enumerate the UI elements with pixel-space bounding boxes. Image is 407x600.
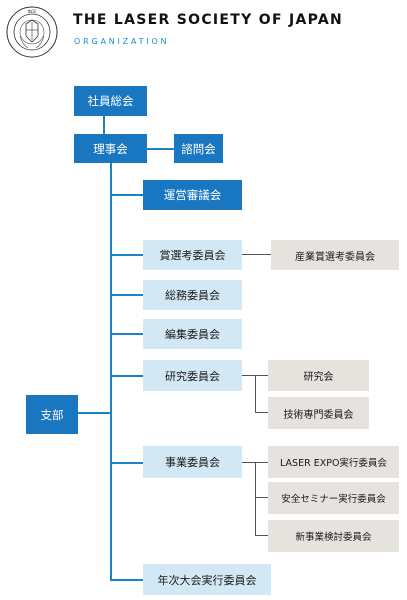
connector-trunk-award (110, 254, 144, 256)
connector-business-vertical (255, 462, 256, 536)
box-steering: 運営審議会 (143, 180, 242, 210)
box-editorial: 編集委員会 (143, 319, 242, 349)
connector-trunk-editorial (110, 333, 144, 335)
svg-text:ΦΩΣ: ΦΩΣ (28, 9, 37, 14)
connector-trunk-business (110, 462, 144, 464)
box-branches: 支部 (26, 395, 78, 434)
connector-award-industry (242, 254, 271, 255)
box-technical-experts: 技術専門委員会 (268, 397, 369, 429)
page-subtitle: ORGANIZATION (74, 37, 170, 46)
page-title: THE LASER SOCIETY OF JAPAN (73, 12, 344, 28)
connector-board-advisory (147, 148, 174, 150)
box-general-assembly: 社員総会 (74, 86, 147, 116)
connector-business-safety (255, 497, 268, 498)
connector-trunk-annual (110, 579, 144, 581)
box-board: 理事会 (74, 134, 147, 163)
connector-board-trunk (110, 163, 112, 581)
box-research-group: 研究会 (268, 360, 369, 391)
box-general-affairs: 総務委員会 (143, 280, 242, 310)
box-business-committee: 事業委員会 (143, 446, 242, 478)
connector-research-vertical (255, 375, 256, 413)
connector-branches-trunk (78, 412, 112, 414)
box-annual-meeting: 年次大会実行委員会 (143, 564, 271, 595)
connector-research-technical (255, 412, 268, 413)
box-award-committee: 賞選考委員会 (143, 240, 242, 270)
connector-assembly-board (103, 116, 105, 135)
connector-trunk-research (110, 375, 144, 377)
connector-trunk-steering (110, 194, 144, 196)
box-industry-award: 産業賞選考委員会 (271, 240, 399, 270)
society-seal-logo: ΦΩΣ (6, 6, 58, 58)
connector-business-new (255, 535, 268, 536)
box-safety-seminar: 安全セミナー実行委員会 (268, 482, 399, 514)
box-advisory: 諮問会 (174, 134, 223, 163)
box-research-committee: 研究委員会 (143, 360, 242, 391)
header: ΦΩΣ THE LASER SOCIETY OF JAPAN ORGANIZAT… (0, 0, 407, 60)
connector-trunk-general-affairs (110, 294, 144, 296)
box-new-business: 新事業検討委員会 (268, 520, 399, 552)
box-laser-expo: LASER EXPO実行委員会 (268, 446, 399, 478)
